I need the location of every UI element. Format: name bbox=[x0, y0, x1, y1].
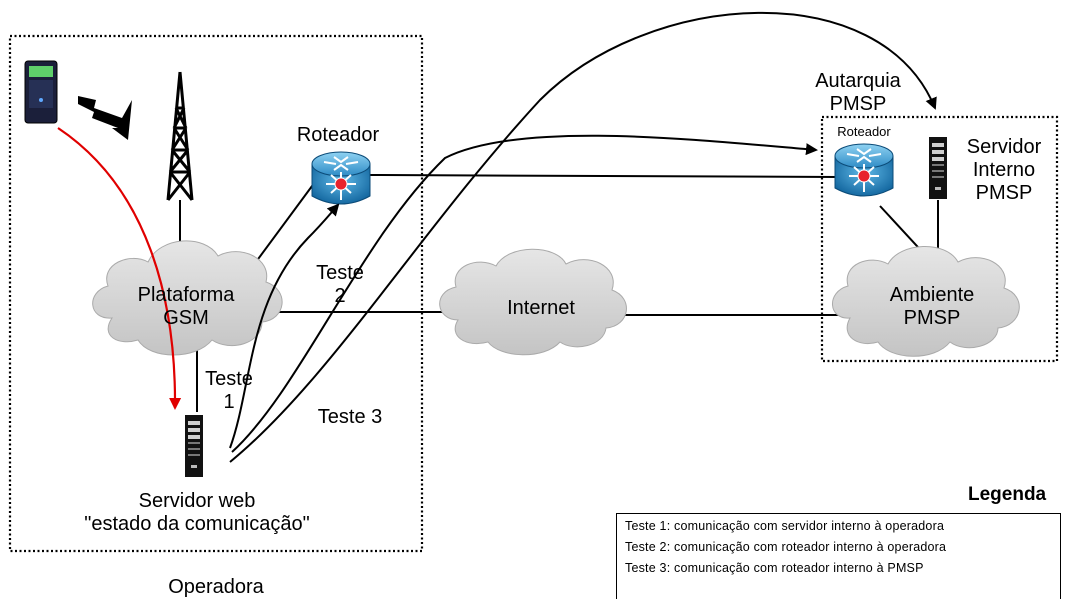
cloud-plataforma-gsm bbox=[92, 240, 283, 356]
legend-item-teste1: Teste 1: comunicação com servidor intern… bbox=[625, 519, 945, 533]
connections bbox=[179, 174, 939, 412]
roteador-operadora-label: Roteador bbox=[296, 124, 380, 146]
pmsp-region bbox=[820, 115, 1059, 363]
teste3-label: Teste 3 bbox=[317, 406, 383, 428]
mobile-phone-icon bbox=[24, 60, 58, 124]
plataforma-gsm-label: Plataforma GSM bbox=[137, 284, 235, 329]
legend-item-teste2: Teste 2: comunicação com roteador intern… bbox=[625, 540, 947, 554]
operadora-label: Operadora bbox=[168, 576, 264, 598]
link-gsm-roteador bbox=[249, 181, 316, 271]
arrow-teste3 bbox=[229, 11, 937, 463]
legend-item-teste3: Teste 3: comunicação com roteador intern… bbox=[625, 561, 924, 575]
legend-box: Teste 1: comunicação com servidor intern… bbox=[616, 513, 1061, 599]
lightning-icon bbox=[78, 96, 132, 140]
link-roteador-roteador-pmsp bbox=[369, 174, 839, 178]
roteador-pmsp-label: Roteador bbox=[837, 124, 891, 139]
cloud-ambiente-pmsp bbox=[832, 246, 1020, 357]
cloud-internet bbox=[439, 248, 627, 356]
servidor-interno-icon bbox=[929, 137, 947, 199]
cell-tower-icon bbox=[166, 70, 194, 202]
test-arrows bbox=[229, 11, 937, 463]
teste2-label: Teste 2 bbox=[316, 262, 364, 307]
servidor-web-label: Servidor web "estado da comunicação" bbox=[84, 490, 310, 535]
router-pmsp-icon bbox=[834, 143, 894, 197]
ambiente-pmsp-label: Ambiente PMSP bbox=[889, 284, 975, 329]
arrow-teste1 bbox=[229, 203, 340, 449]
servidor-web-icon bbox=[185, 415, 203, 477]
router-operadora-icon bbox=[311, 151, 371, 205]
teste1-label: Teste 1 bbox=[205, 368, 253, 413]
red-arrow-phone-to-servidor bbox=[57, 127, 182, 410]
internet-label: Internet bbox=[507, 297, 575, 319]
autarquia-label: Autarquia PMSP bbox=[815, 70, 901, 115]
servidor-interno-label: Servidor Interno PMSP bbox=[966, 136, 1042, 204]
legend-title: Legenda bbox=[968, 484, 1047, 505]
arrow-teste2 bbox=[231, 134, 818, 453]
